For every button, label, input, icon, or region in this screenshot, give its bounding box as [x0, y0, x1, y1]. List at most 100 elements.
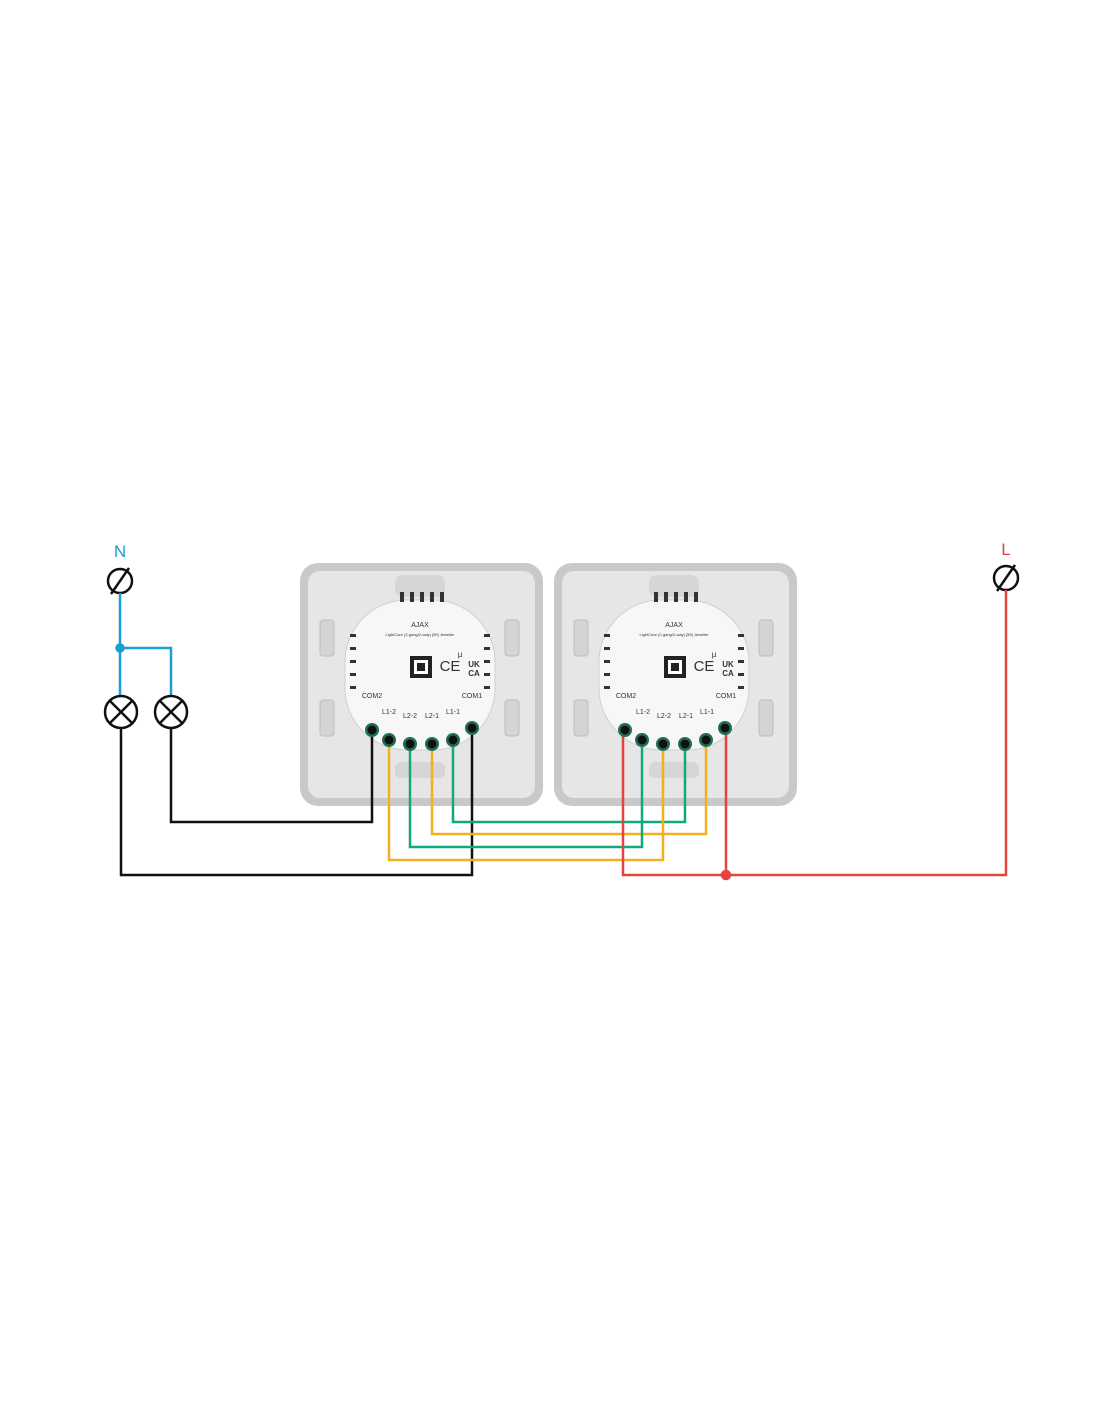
- terminal-label-l1-1: L1-1: [700, 709, 714, 716]
- vent: [738, 647, 744, 650]
- screw-terminal-hole: [384, 735, 394, 745]
- mu-mark: µ: [712, 650, 717, 659]
- traveller-wires: [387, 742, 708, 862]
- vent: [664, 592, 668, 602]
- neutral-wire: [115, 593, 173, 696]
- junction-dot: [115, 643, 125, 653]
- live-terminal: L: [992, 540, 1020, 592]
- terminal-label-com1: COM1: [462, 693, 482, 700]
- neutral-label: N: [114, 542, 126, 561]
- screw-terminal-hole: [427, 739, 437, 749]
- ce-mark: CE: [694, 658, 715, 675]
- switch-device-left: AJAX LightCore (2-gang/2-way) [55] Jewell…: [300, 563, 543, 806]
- terminal-label-l2-2: L2-2: [657, 713, 671, 720]
- terminal-row-left: [365, 721, 479, 751]
- mounting-slot: [573, 699, 589, 737]
- terminal-label-l1-1: L1-1: [446, 709, 460, 716]
- terminal-label-l2-1: L2-1: [679, 713, 693, 720]
- vent: [484, 634, 490, 637]
- mounting-slot: [319, 699, 335, 737]
- vent: [400, 592, 404, 602]
- terminal-label-l2-2: L2-2: [403, 713, 417, 720]
- screw-terminal-hole: [405, 739, 415, 749]
- terminal-label-com1: COM1: [716, 693, 736, 700]
- mounting-slot: [573, 619, 589, 657]
- vent: [654, 592, 658, 602]
- terminal-slash-icon: [109, 567, 131, 595]
- brand-logo: AJAX: [665, 622, 683, 629]
- terminal-label-com2: COM2: [616, 693, 636, 700]
- ukca-mark: CA: [722, 669, 734, 678]
- live-label: L: [1001, 540, 1010, 559]
- qr-code: [417, 663, 425, 671]
- vent: [604, 647, 610, 650]
- vent: [604, 673, 610, 676]
- mounting-tab: [649, 575, 699, 597]
- model-label: LightCore (2-gang/2-way) [55] Jeweller: [386, 632, 456, 637]
- terminal-slash-icon: [995, 564, 1017, 592]
- screw-terminal-l1-1: [446, 733, 460, 747]
- screw-terminal-l2-1: [425, 737, 439, 751]
- screw-terminal-com1: [718, 721, 732, 735]
- vent: [350, 647, 356, 650]
- vent: [604, 686, 610, 689]
- terminal-label-l2-1: L2-1: [425, 713, 439, 720]
- screw-terminal-com2: [365, 723, 379, 737]
- lamp-icon: [103, 694, 139, 730]
- mounting-tab: [649, 762, 699, 778]
- vent: [684, 592, 688, 602]
- screw-terminal-l1-2: [382, 733, 396, 747]
- vent: [350, 673, 356, 676]
- vent: [738, 634, 744, 637]
- screw-terminal-l2-1: [678, 737, 692, 751]
- screw-terminal-hole: [448, 735, 458, 745]
- live-wire: [621, 590, 1008, 881]
- mounting-slot: [504, 619, 520, 657]
- vent: [604, 634, 610, 637]
- brand-logo: AJAX: [411, 622, 429, 629]
- screw-terminal-hole: [367, 725, 377, 735]
- screw-terminal-hole: [467, 723, 477, 733]
- ukca-mark: CA: [468, 669, 480, 678]
- qr-code: [671, 663, 679, 671]
- vent: [738, 686, 744, 689]
- vent: [430, 592, 434, 602]
- vent: [484, 660, 490, 663]
- vent: [350, 660, 356, 663]
- vent: [738, 660, 744, 663]
- screw-terminal-l1-2: [635, 733, 649, 747]
- vent: [484, 686, 490, 689]
- ukca-mark: UK: [468, 660, 480, 669]
- screw-terminal-com1: [465, 721, 479, 735]
- mounting-slot: [319, 619, 335, 657]
- lamp-icon: [153, 694, 189, 730]
- screw-terminal-l2-2: [656, 737, 670, 751]
- screw-terminal-hole: [637, 735, 647, 745]
- terminal-label-com2: COM2: [362, 693, 382, 700]
- screw-terminal-l1-1: [699, 733, 713, 747]
- vent: [694, 592, 698, 602]
- mounting-slot: [758, 699, 774, 737]
- ukca-mark: UK: [722, 660, 734, 669]
- screw-terminal-hole: [620, 725, 630, 735]
- terminal-label-l1-2: L1-2: [382, 709, 396, 716]
- model-label: LightCore (2-gang/2-way) [55] Jeweller: [640, 632, 710, 637]
- mounting-tab: [395, 762, 445, 778]
- screw-terminal-com2: [618, 723, 632, 737]
- vent: [738, 673, 744, 676]
- vent: [350, 686, 356, 689]
- ce-mark: CE: [440, 658, 461, 675]
- mounting-slot: [758, 619, 774, 657]
- vent: [410, 592, 414, 602]
- vent: [420, 592, 424, 602]
- screw-terminal-hole: [680, 739, 690, 749]
- neutral-terminal: N: [106, 542, 134, 595]
- junction-dot: [720, 869, 732, 881]
- terminal-label-l1-2: L1-2: [636, 709, 650, 716]
- screw-terminal-l2-2: [403, 737, 417, 751]
- vent: [350, 634, 356, 637]
- vent: [484, 647, 490, 650]
- screw-terminal-hole: [701, 735, 711, 745]
- mu-mark: µ: [458, 650, 463, 659]
